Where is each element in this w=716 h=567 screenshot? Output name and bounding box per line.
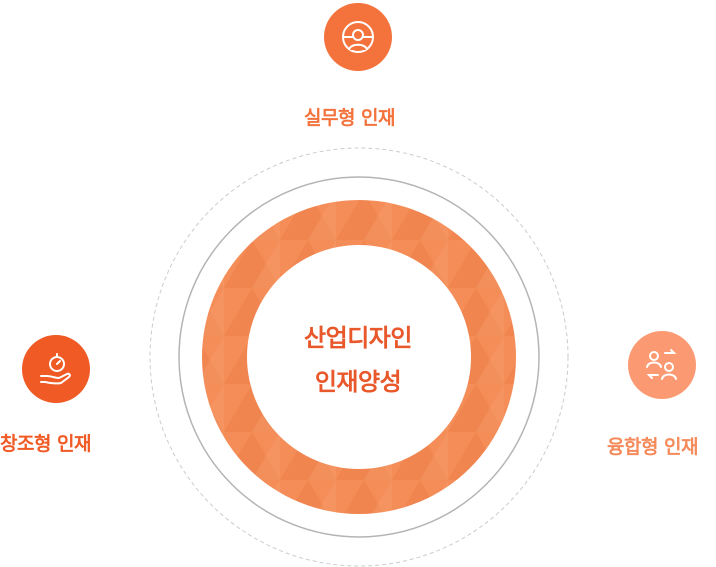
center-title-line1: 산업디자인 [304,324,412,352]
node-creative-label: 창조형 인재 [0,433,92,455]
node-creative-icon-circle [22,335,90,403]
node-practical-label: 실무형 인재 [304,107,396,129]
people-exchange-icon [646,349,677,380]
hand-stopwatch-icon [40,353,71,385]
node-practical-icon-circle [324,3,392,71]
inner-white-circle [247,245,471,469]
globe-person-icon [342,21,374,53]
center-title: 산업디자인 인재양성 [258,316,458,404]
node-convergent-label: 융합형 인재 [607,436,699,458]
center-title-line2: 인재양성 [314,368,402,396]
dashed-outer-ring [149,147,569,567]
gray-outer-ring [178,176,540,538]
node-convergent-icon-circle [628,331,696,399]
